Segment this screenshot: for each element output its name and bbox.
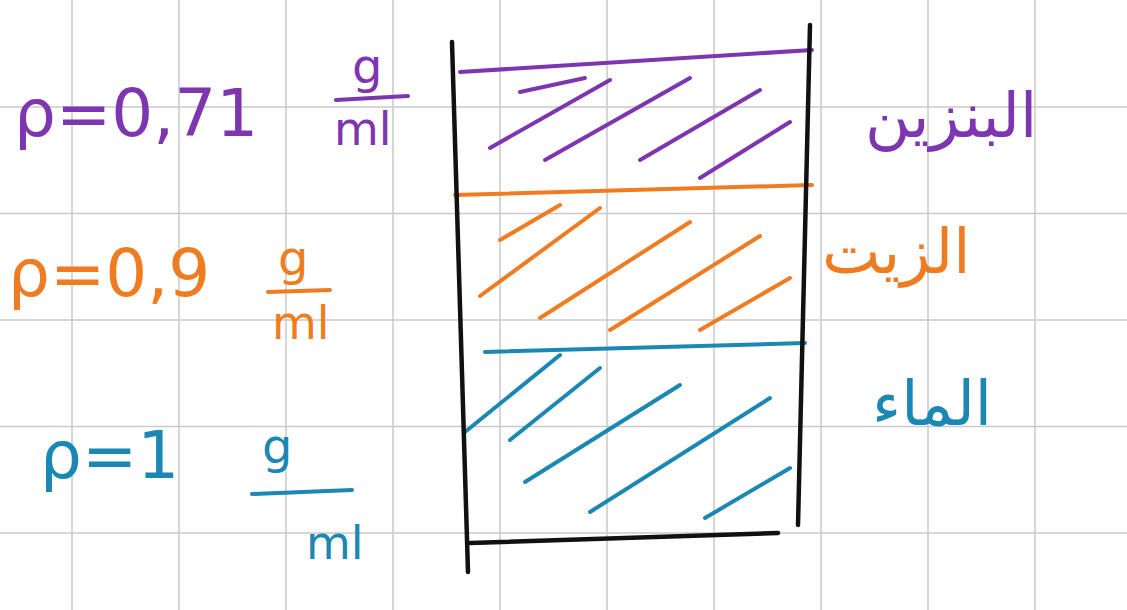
fraction-bar (268, 290, 330, 292)
unit-denominator: ml (306, 518, 364, 569)
hatch-stroke (545, 78, 690, 160)
hatch-stroke (540, 222, 690, 318)
layer-boundary (455, 185, 812, 195)
grid-line (713, 0, 715, 610)
density-value: ρ=0,9 (8, 238, 210, 311)
hatch-stroke (480, 208, 600, 296)
fraction-bars (252, 96, 408, 494)
hatch-stroke (465, 355, 560, 432)
liquid-name: الزيت (822, 218, 970, 286)
density-value: ρ=1 (40, 420, 179, 493)
fraction-bar (336, 96, 408, 100)
grid-line (392, 0, 394, 610)
hatch-stroke (490, 80, 610, 148)
liquid-name: البنزين (865, 82, 1037, 150)
layer-hatching (465, 78, 790, 518)
unit-denominator: ml (334, 104, 392, 155)
grid-line (0, 319, 1127, 321)
grid-line (0, 213, 1127, 215)
density-value: ρ=0,71 (14, 78, 258, 151)
hatch-stroke (640, 90, 760, 160)
unit-numerator: g (278, 232, 308, 285)
beaker-wall (452, 42, 468, 572)
unit-numerator: g (352, 40, 382, 93)
hatch-stroke (510, 368, 600, 440)
hatch-stroke (700, 122, 790, 178)
unit-denominator: ml (272, 298, 330, 349)
beaker-outline (452, 25, 812, 572)
fraction-bar (252, 490, 352, 494)
liquid-name: الماء (872, 370, 992, 438)
hatch-stroke (705, 468, 790, 518)
grid-line (606, 0, 608, 610)
layer-boundary (460, 50, 812, 72)
hatch-stroke (500, 205, 560, 240)
hatch-stroke (520, 78, 585, 92)
grid-line (820, 0, 822, 610)
beaker-wall (470, 533, 778, 543)
grid-line (0, 532, 1127, 534)
hatch-stroke (610, 236, 760, 330)
hatch-stroke (700, 278, 790, 330)
grid-line (499, 0, 501, 610)
layer-boundary (485, 343, 805, 352)
unit-numerator: g (262, 420, 292, 473)
beaker-wall (798, 25, 810, 525)
